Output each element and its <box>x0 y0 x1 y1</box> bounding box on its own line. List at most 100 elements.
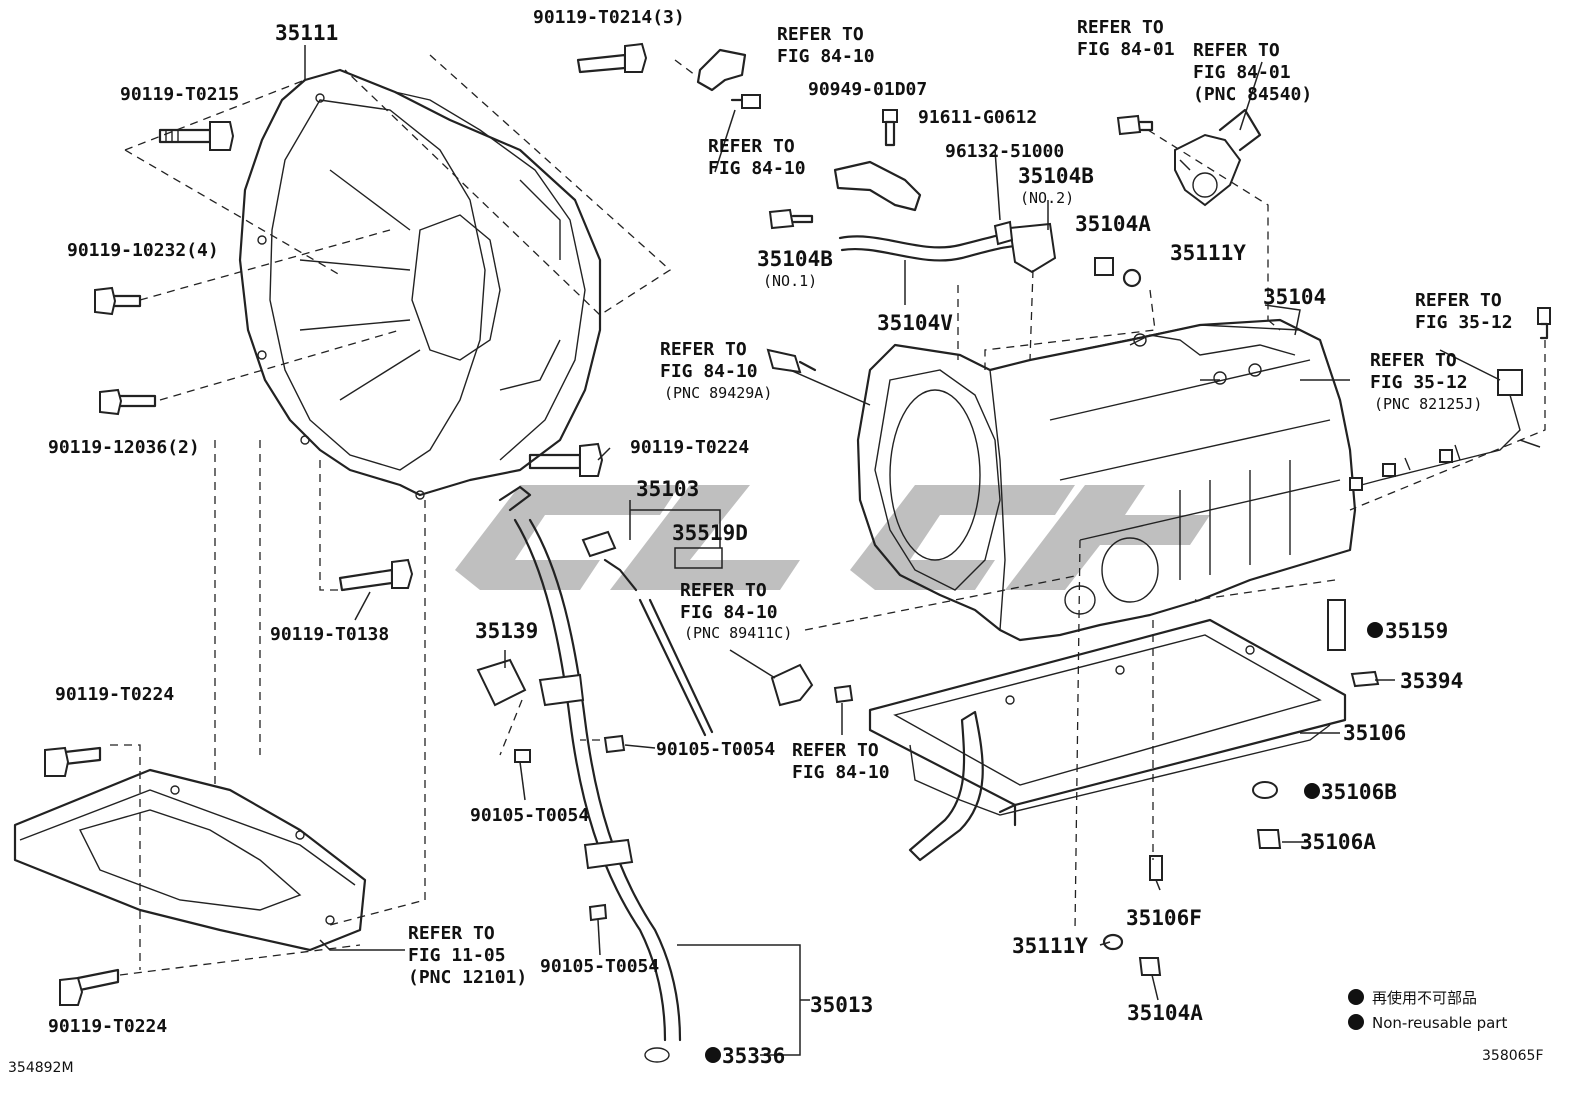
label-35106B: 35106B <box>1321 780 1397 804</box>
label-refer-84-10-a-line2: FIG 84-10 <box>777 46 875 67</box>
label-35104A-bottom: 35104A <box>1127 1001 1203 1025</box>
plug-35106A-drawing <box>1256 829 1282 849</box>
label-refer-84-10-d-line1: REFER TO <box>680 580 767 601</box>
bell-housing-drawing <box>238 68 602 500</box>
label-90105-T0054-a: 90105-T0054 <box>656 739 775 760</box>
label-35139: 35139 <box>475 619 538 643</box>
illustration-id-right: 358065F <box>1482 1048 1544 1064</box>
label-no2: (NO.2) <box>1020 189 1074 207</box>
label-refer-84-10-a-line1: REFER TO <box>777 24 864 45</box>
gasket-35106B-drawing <box>1252 781 1278 799</box>
label-35103: 35103 <box>636 477 699 501</box>
label-refer-84-10-c-line1: REFER TO <box>660 339 747 360</box>
transmission-case-drawing <box>856 318 1357 642</box>
plug-35106F-drawing <box>1149 855 1163 881</box>
breather-plug-35104B-no2-drawing <box>993 220 1057 274</box>
label-35013: 35013 <box>810 993 873 1017</box>
filled-circle-icon <box>1348 1014 1364 1030</box>
filled-circle-icon <box>1348 989 1364 1005</box>
label-35111Y-top: 35111Y <box>1170 241 1246 265</box>
bolt-90105-T0054-drawings <box>514 734 626 922</box>
label-90119-T0215: 90119-T0215 <box>120 84 239 105</box>
magnet-35394-drawing <box>1350 670 1380 688</box>
label-refer-84-01-b-line2: FIG 84-01 <box>1193 62 1291 83</box>
label-35104: 35104 <box>1263 285 1326 309</box>
label-refer-84-01-b-line3: (PNC 84540) <box>1193 84 1312 105</box>
label-91611-G0612: 91611-G0612 <box>918 107 1037 128</box>
label-refer-84-10-b-line1: REFER TO <box>708 136 795 157</box>
label-90119-T0224-a: 90119-T0224 <box>630 437 749 458</box>
plug-35104A-bottom-drawing <box>1138 957 1162 976</box>
bolt-90119-10232-drawing <box>94 286 142 316</box>
label-90119-10232: 90119-10232(4) <box>67 240 219 261</box>
bracket-refer-84-10-drawing <box>696 48 761 109</box>
part-labels: 35111 90119-T0214(3) 90119-T0215 90119-1… <box>48 7 1513 1068</box>
bolt-90119-T0215-drawing <box>158 121 235 151</box>
o-ring-35111Y-top-drawing <box>1122 268 1142 288</box>
label-90119-T0214: 90119-T0214(3) <box>533 7 685 28</box>
label-90119-12036: 90119-12036(2) <box>48 437 200 458</box>
label-35159: 35159 <box>1385 619 1448 643</box>
label-refer-35-12-a-line1: REFER TO <box>1415 290 1502 311</box>
label-35394: 35394 <box>1400 669 1463 693</box>
label-35519D: 35519D <box>672 521 748 545</box>
bolt-90119-T0224-a-drawing <box>528 442 604 477</box>
label-refer-11-05-line2: FIG 11-05 <box>408 945 506 966</box>
bolt-90119-12036-drawing <box>99 388 157 416</box>
label-refer-84-10-c-line2: FIG 84-10 <box>660 361 758 382</box>
filled-circle-icon <box>1304 783 1320 799</box>
legend-jp-text: 再使用不可部品 <box>1372 989 1477 1007</box>
label-refer-11-05-line3: (PNC 12101) <box>408 967 527 988</box>
label-refer-35-12-b-line3: (PNC 82125J) <box>1374 395 1482 413</box>
label-35106A: 35106A <box>1300 830 1376 854</box>
sleeve-35159-drawing <box>1327 599 1346 651</box>
label-refer-84-10-d-line2: FIG 84-10 <box>680 602 778 623</box>
bolt-90119-T0224-c-drawing <box>59 968 120 1006</box>
bolt-90119-T0214-drawing <box>576 42 648 74</box>
label-refer-84-10-e-line1: REFER TO <box>792 740 879 761</box>
label-35104V: 35104V <box>877 311 953 335</box>
assembly-lines <box>110 54 1546 976</box>
hose-90949-01D07-drawing <box>833 160 922 212</box>
label-35104A-top: 35104A <box>1075 212 1151 236</box>
label-no1: (NO.1) <box>763 272 817 290</box>
label-35111: 35111 <box>275 21 338 45</box>
label-35106: 35106 <box>1343 721 1406 745</box>
bolt-90119-T0138-drawing <box>338 558 414 592</box>
label-refer-84-10-e-line2: FIG 84-10 <box>792 762 890 783</box>
sensor-refer-84-01-drawing <box>1116 108 1262 207</box>
label-refer-35-12-b-line2: FIG 35-12 <box>1370 372 1468 393</box>
bolt-90119-T0224-b-drawing <box>44 746 102 777</box>
label-refer-84-01-a-line2: FIG 84-01 <box>1077 39 1175 60</box>
sensor-89429A-drawing <box>766 348 817 374</box>
leader-lines <box>304 45 1541 1056</box>
label-refer-11-05-line1: REFER TO <box>408 923 495 944</box>
dipstick-35103-drawing <box>581 530 714 737</box>
bolt-91611-G0612-drawing <box>882 109 898 147</box>
label-35104B-no1: 35104B <box>757 247 833 271</box>
label-35111Y-bottom: 35111Y <box>1012 934 1088 958</box>
drain-plug-35104A-top-drawing <box>1094 257 1114 276</box>
label-90949-01D07: 90949-01D07 <box>808 79 927 100</box>
illustration-id-left: 354892M <box>8 1060 74 1076</box>
label-35104B-no2: 35104B <box>1018 164 1094 188</box>
label-refer-84-10-c-line3: (PNC 89429A) <box>664 384 772 402</box>
oil-pan-drawing <box>868 618 1347 862</box>
label-35336: 35336 <box>722 1044 785 1068</box>
label-refer-84-01-a-line1: REFER TO <box>1077 17 1164 38</box>
label-35106F: 35106F <box>1126 906 1202 930</box>
wire-harness-drawing <box>1349 307 1551 491</box>
filler-tube-35013-drawing <box>498 485 682 1063</box>
label-refer-84-10-d-line3: (PNC 89411C) <box>684 624 792 642</box>
label-refer-35-12-b-line1: REFER TO <box>1370 350 1457 371</box>
label-refer-84-01-b-line1: REFER TO <box>1193 40 1280 61</box>
filled-circle-icon <box>1367 622 1383 638</box>
o-ring-35111Y-bottom-drawing <box>1102 933 1124 951</box>
breather-plug-35104B-no1-drawing <box>768 208 814 230</box>
legend-en-text: Non-reusable part <box>1372 1014 1507 1032</box>
label-90119-T0224-b: 90119-T0224 <box>55 684 174 705</box>
filled-circle-icon <box>705 1047 721 1063</box>
label-refer-35-12-a-line2: FIG 35-12 <box>1415 312 1513 333</box>
sensor-89411C-drawing <box>770 663 854 707</box>
clamp-35139-drawing <box>476 658 527 707</box>
